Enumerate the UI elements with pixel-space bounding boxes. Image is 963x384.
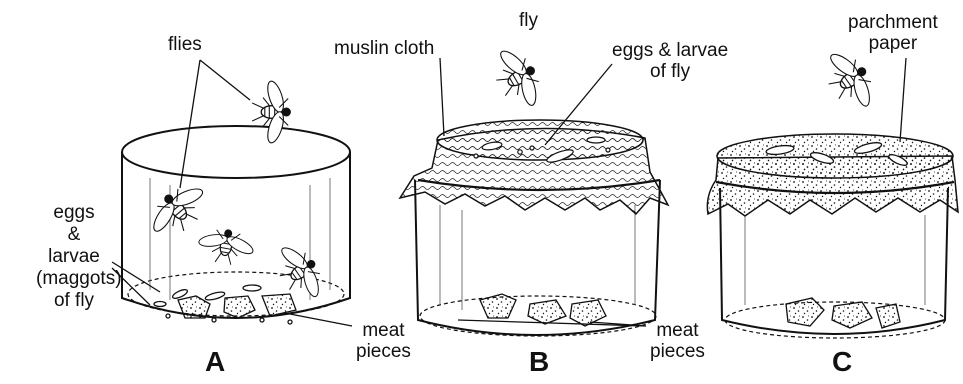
fly-icon xyxy=(141,175,216,247)
label-muslin-cloth: muslin cloth xyxy=(334,38,434,59)
parchment-paper-cover xyxy=(707,134,958,216)
caption-c: C xyxy=(832,348,852,376)
label-meat-pieces-2: meat pieces xyxy=(650,320,705,362)
label-line: parchment xyxy=(848,12,938,33)
muslin-cloth-cover xyxy=(400,120,668,214)
label-parchment-paper: parchment paper xyxy=(848,12,938,54)
label-line: & xyxy=(36,224,112,246)
label-eggs-larvae-fly: eggs & larvae of fly xyxy=(612,40,728,82)
fly-icon xyxy=(485,40,551,116)
label-line: paper xyxy=(869,33,918,54)
label-line: meat xyxy=(362,320,404,341)
label-line: pieces xyxy=(650,341,705,362)
label-meat-pieces: meat pieces xyxy=(356,320,411,362)
label-line: pieces xyxy=(356,341,411,362)
caption-b: B xyxy=(529,348,549,376)
meat-pieces-c xyxy=(786,298,900,328)
jar-a xyxy=(122,79,350,324)
label-line: eggs & larvae xyxy=(612,40,728,61)
jar-c xyxy=(707,42,958,338)
label-fly: fly xyxy=(519,10,538,31)
jar-b xyxy=(400,40,668,336)
label-line: of fly xyxy=(650,61,690,82)
caption-a: A xyxy=(205,348,225,376)
label-line: (maggots) xyxy=(36,268,112,290)
label-flies: flies xyxy=(168,34,202,55)
label-line: eggs xyxy=(36,202,112,224)
label-line: of fly xyxy=(36,290,112,312)
label-line: larvae xyxy=(36,246,112,268)
meat-pieces-a xyxy=(178,294,296,318)
label-line: meat xyxy=(656,320,698,341)
label-eggs-larvae-maggots: eggs & larvae (maggots) of fly xyxy=(36,202,112,312)
fly-icon xyxy=(194,224,257,268)
